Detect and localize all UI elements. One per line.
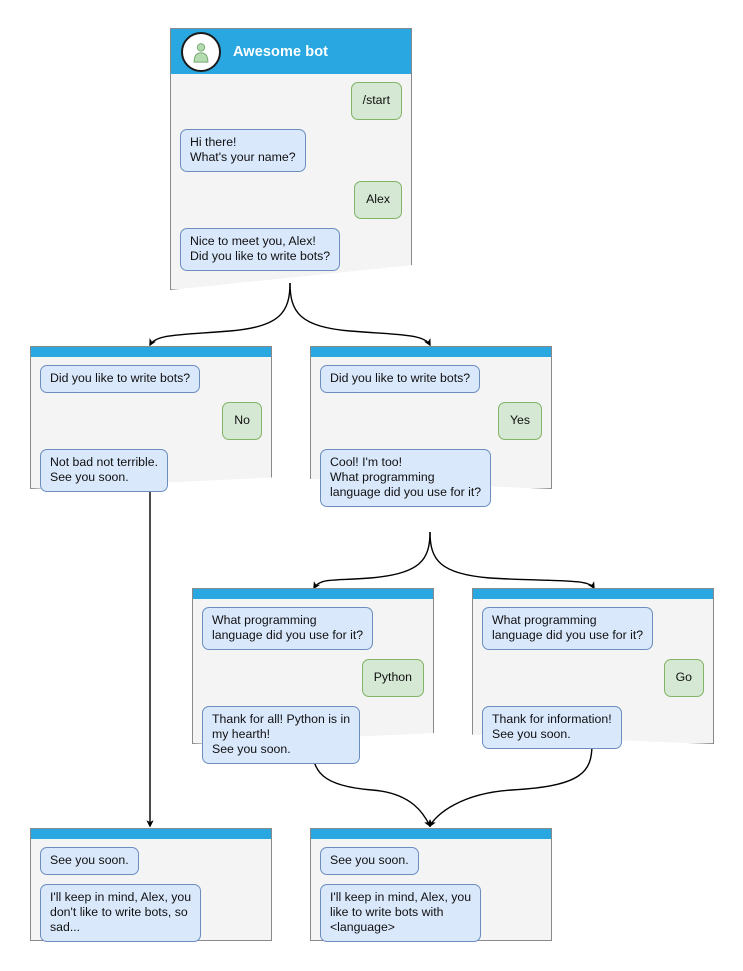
edge-yes-to-python <box>313 531 431 590</box>
bot-message-bubble[interactable]: What programming language did you use fo… <box>482 607 654 650</box>
user-message-bubble[interactable]: Yes <box>497 402 542 440</box>
node-start[interactable]: Awesome bot /start Hi there! What's your… <box>170 28 412 290</box>
message-row: Go <box>482 659 704 697</box>
node-end-sad-header <box>30 828 272 839</box>
message-row: See you soon. <box>40 847 262 875</box>
user-message-bubble[interactable]: /start <box>350 82 402 120</box>
bot-message-bubble[interactable]: Nice to meet you, Alex! Did you like to … <box>180 228 341 271</box>
node-end-happy-header <box>310 828 552 839</box>
bot-message-bubble[interactable]: Hi there! What's your name? <box>180 129 306 172</box>
message-row: What programming language did you use fo… <box>202 607 424 650</box>
message-row: Hi there! What's your name? <box>180 129 402 172</box>
edge-start-to-no <box>149 282 291 347</box>
node-start-chat: /start Hi there! What's your name? Alex … <box>170 74 412 280</box>
node-answer-go-header <box>472 588 714 599</box>
bot-message-bubble[interactable]: See you soon. <box>40 847 139 875</box>
message-row: See you soon. <box>320 847 542 875</box>
message-row: Python <box>202 659 424 697</box>
node-answer-go-chat: What programming language did you use fo… <box>472 599 714 758</box>
message-row: Cool! I'm too! What programming language… <box>320 449 542 507</box>
edge-start-to-yes <box>289 282 431 347</box>
node-end-sad[interactable]: See you soon. I'll keep in mind, Alex, y… <box>30 828 272 942</box>
bot-message-bubble[interactable]: Not bad not terrible. See you soon. <box>40 449 169 492</box>
user-message-bubble[interactable]: Go <box>663 659 704 697</box>
avatar <box>181 31 221 72</box>
node-answer-python[interactable]: What programming language did you use fo… <box>192 588 434 764</box>
node-end-sad-chat: See you soon. I'll keep in mind, Alex, y… <box>30 839 272 951</box>
bot-title: Awesome bot <box>233 43 329 60</box>
node-end-happy-chat: See you soon. I'll keep in mind, Alex, y… <box>310 839 552 951</box>
message-row: Thank for information! See you soon. <box>482 706 704 749</box>
node-answer-no-chat: Did you like to write bots? No Not bad n… <box>30 357 272 501</box>
message-row: Not bad not terrible. See you soon. <box>40 449 262 492</box>
node-answer-yes-header <box>310 346 552 357</box>
node-answer-no[interactable]: Did you like to write bots? No Not bad n… <box>30 346 272 492</box>
node-answer-go-frame: What programming language did you use fo… <box>472 588 714 749</box>
node-answer-python-header <box>192 588 434 599</box>
bot-message-bubble[interactable]: What programming language did you use fo… <box>202 607 374 650</box>
message-row: Yes <box>320 402 542 440</box>
message-row: I'll keep in mind, Alex, you like to wri… <box>320 884 542 942</box>
node-answer-python-chat: What programming language did you use fo… <box>192 599 434 773</box>
user-message-bubble[interactable]: No <box>222 402 262 440</box>
node-answer-python-frame: What programming language did you use fo… <box>192 588 434 764</box>
bot-message-bubble[interactable]: I'll keep in mind, Alex, you like to wri… <box>320 884 482 942</box>
node-end-sad-frame: See you soon. I'll keep in mind, Alex, y… <box>30 828 272 942</box>
bot-message-bubble[interactable]: Cool! I'm too! What programming language… <box>320 449 492 507</box>
node-answer-yes[interactable]: Did you like to write bots? Yes Cool! I'… <box>310 346 552 507</box>
bot-message-bubble[interactable]: Did you like to write bots? <box>40 365 201 393</box>
bot-message-bubble[interactable]: I'll keep in mind, Alex, you don't like … <box>40 884 202 942</box>
node-answer-no-header <box>30 346 272 357</box>
message-row: Did you like to write bots? <box>40 365 262 393</box>
user-message-bubble[interactable]: Alex <box>354 181 402 219</box>
bot-message-bubble[interactable]: Thank for all! Python is in my hearth! S… <box>202 706 361 764</box>
node-answer-yes-chat: Did you like to write bots? Yes Cool! I'… <box>310 357 552 516</box>
node-answer-yes-frame: Did you like to write bots? Yes Cool! I'… <box>310 346 552 507</box>
message-row: /start <box>180 82 402 120</box>
message-row: Nice to meet you, Alex! Did you like to … <box>180 228 402 271</box>
message-row: No <box>40 402 262 440</box>
message-row: I'll keep in mind, Alex, you don't like … <box>40 884 262 942</box>
node-answer-go[interactable]: What programming language did you use fo… <box>472 588 714 749</box>
edge-yes-to-go <box>429 531 595 590</box>
message-row: What programming language did you use fo… <box>482 607 704 650</box>
node-end-happy-frame: See you soon. I'll keep in mind, Alex, y… <box>310 828 552 942</box>
message-row: Alex <box>180 181 402 219</box>
bot-message-bubble[interactable]: Did you like to write bots? <box>320 365 481 393</box>
bot-message-bubble[interactable]: See you soon. <box>320 847 419 875</box>
node-start-frame: Awesome bot /start Hi there! What's your… <box>170 28 412 290</box>
node-end-happy[interactable]: See you soon. I'll keep in mind, Alex, y… <box>310 828 552 942</box>
message-row: Thank for all! Python is in my hearth! S… <box>202 706 424 764</box>
user-message-bubble[interactable]: Python <box>361 659 424 697</box>
node-answer-no-frame: Did you like to write bots? No Not bad n… <box>30 346 272 492</box>
message-row: Did you like to write bots? <box>320 365 542 393</box>
person-icon <box>193 42 209 63</box>
bot-message-bubble[interactable]: Thank for information! See you soon. <box>482 706 622 749</box>
node-start-header: Awesome bot <box>170 28 412 74</box>
